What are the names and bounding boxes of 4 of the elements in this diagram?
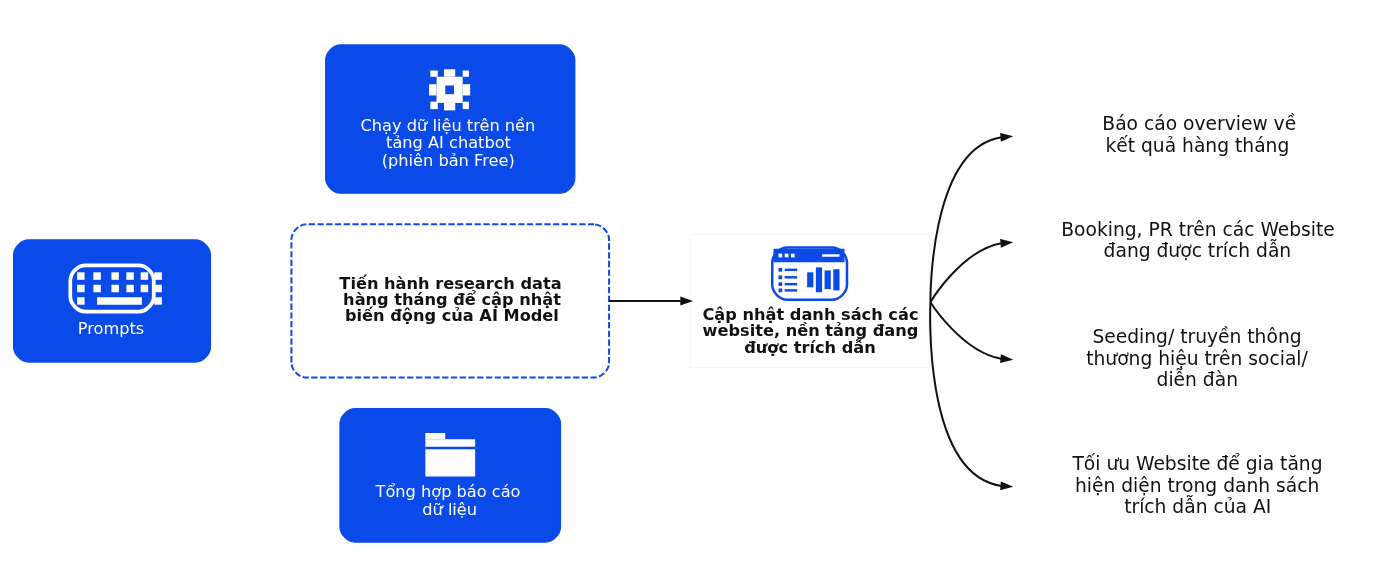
- node-text: Booking, PR trên các Website đang được trích dẫn: [1061, 218, 1335, 261]
- node-text: Seeding/ truyền thông thương hiệu trên social/ diễn đàn: [1086, 325, 1308, 390]
- node-text: Tối ưu Website để gia tăng hiện diện trong danh sách trích dẫn của AI: [1072, 452, 1323, 517]
- node-text: Báo cáo overview về kết quả hàng tháng: [1102, 112, 1297, 155]
